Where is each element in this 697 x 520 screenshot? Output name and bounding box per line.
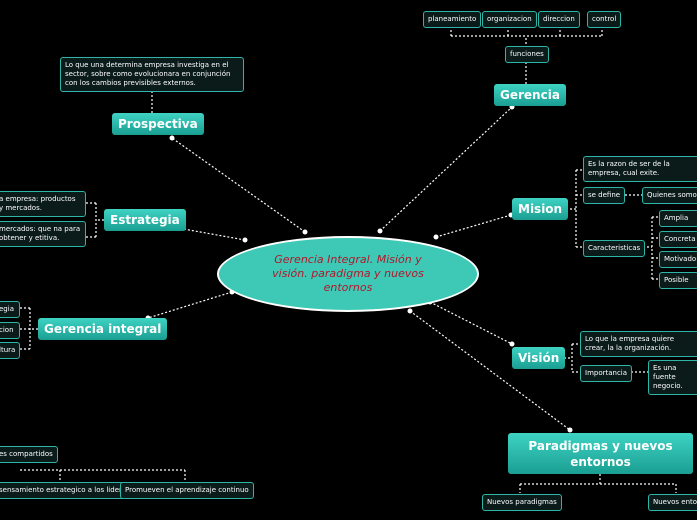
topic-label: Prospectiva [118, 117, 198, 131]
mision-car-posible[interactable]: Posible [659, 272, 697, 289]
mision-se-define[interactable]: se define [583, 187, 626, 204]
mision-topic[interactable]: Mision [512, 198, 569, 220]
gerencia-item-control[interactable]: control [587, 11, 622, 28]
item-label: funciones [510, 50, 544, 58]
item-label: organizacion [487, 15, 532, 23]
gerencia-item-direccion[interactable]: direccion [538, 11, 580, 28]
estrategia-item-mercados[interactable]: mercados: que na para obtener y etitiva. [0, 221, 86, 247]
paradigmas-topic[interactable]: Paradigmas y nuevos entornos [508, 433, 693, 474]
item-label: Nuevos paradigmas [487, 498, 557, 506]
item-label: Concreta [664, 235, 696, 243]
item-label: sensamiento estrategico a los lideres [0, 486, 130, 494]
item-label: se define [588, 191, 621, 199]
topic-label: Visión [518, 351, 560, 365]
item-label: Es una fuente negocio. [653, 364, 683, 390]
gerencia-funciones[interactable]: funciones [505, 46, 549, 63]
item-label: Lo que la empresa quiere crear, la la or… [585, 335, 675, 352]
item-label: Amplia [664, 214, 689, 222]
vision-importancia[interactable]: Importancia [580, 365, 633, 382]
estrategia-item-productos[interactable]: a empresa: productos y mercados. [0, 191, 86, 217]
item-label: control [592, 15, 617, 23]
item-label: Caracteristicas [588, 244, 641, 252]
gerencia-integral-item-estrategia[interactable]: egia [0, 301, 20, 318]
mision-razon[interactable]: Es la razon de ser de la empresa, cual e… [583, 156, 697, 182]
topic-label: Paradigmas y nuevos entornos [528, 438, 673, 469]
item-label: planeamiento [428, 15, 477, 23]
gerencia-integral-topic[interactable]: Gerencia integral [38, 318, 168, 340]
mision-car-amplia[interactable]: Amplia [659, 210, 697, 227]
mision-quienes-somos[interactable]: Quienes somos [642, 187, 697, 204]
vision-topic[interactable]: Visión [512, 347, 566, 369]
prospectiva-topic[interactable]: Prospectiva [112, 113, 204, 135]
vision-fuente[interactable]: Es una fuente negocio. [648, 360, 697, 395]
item-label: Quienes somos [647, 191, 697, 199]
paradigmas-nuevos-entornos[interactable]: Nuevos entor [648, 494, 697, 511]
estrategia-topic[interactable]: Estrategia [104, 209, 186, 231]
item-label: egia [0, 305, 14, 313]
topic-label: Mision [518, 202, 563, 216]
topic-label: Gerencia [500, 88, 560, 102]
item-label: Promueven el aprendizaje continuo [125, 486, 249, 494]
gerencia-item-planeamiento[interactable]: planeamiento [423, 11, 482, 28]
item-label: es compartidos [0, 450, 53, 458]
mision-car-motivado[interactable]: Motivado [659, 251, 697, 268]
topic-label: Estrategia [110, 213, 180, 227]
valores-compartidos-node[interactable]: es compartidos [0, 446, 58, 463]
central-topic-label: Gerencia Integral. Misión y visión. para… [272, 253, 424, 294]
prospectiva-desc[interactable]: Lo que una determina empresa investiga e… [60, 57, 244, 92]
mision-caracteristicas[interactable]: Caracteristicas [583, 240, 646, 257]
mision-car-concreta[interactable]: Concreta [659, 231, 697, 248]
item-label: ltura [0, 346, 16, 354]
item-label: Importancia [585, 369, 628, 377]
item-label: mercados: que na para obtener y etitiva. [0, 225, 81, 242]
item-label: Nuevos entor [653, 498, 697, 506]
topic-label: Gerencia integral [44, 322, 162, 336]
item-label: a empresa: productos y mercados. [0, 195, 76, 212]
item-label: Es la razon de ser de la empresa, cual e… [588, 160, 670, 177]
pensamiento-estrategico-node[interactable]: sensamiento estrategico a los lideres [0, 482, 135, 499]
vision-desc[interactable]: Lo que la empresa quiere crear, la la or… [580, 331, 697, 357]
item-label: Posible [664, 276, 689, 284]
gerencia-item-organizacion[interactable]: organizacion [482, 11, 537, 28]
aprendizaje-continuo-node[interactable]: Promueven el aprendizaje continuo [120, 482, 254, 499]
gerencia-integral-item-cultura[interactable]: ltura [0, 342, 20, 359]
gerencia-topic[interactable]: Gerencia [494, 84, 566, 106]
paradigmas-nuevos-paradigmas[interactable]: Nuevos paradigmas [482, 494, 562, 511]
item-label: direccion [543, 15, 575, 23]
gerencia-integral-item-organizacion[interactable]: cion [0, 322, 20, 339]
item-label: Motivado [664, 255, 697, 263]
item-label: cion [0, 326, 14, 334]
item-label: Lo que una determina empresa investiga e… [65, 61, 231, 87]
central-topic[interactable]: Gerencia Integral. Misión y visión. para… [217, 236, 479, 312]
